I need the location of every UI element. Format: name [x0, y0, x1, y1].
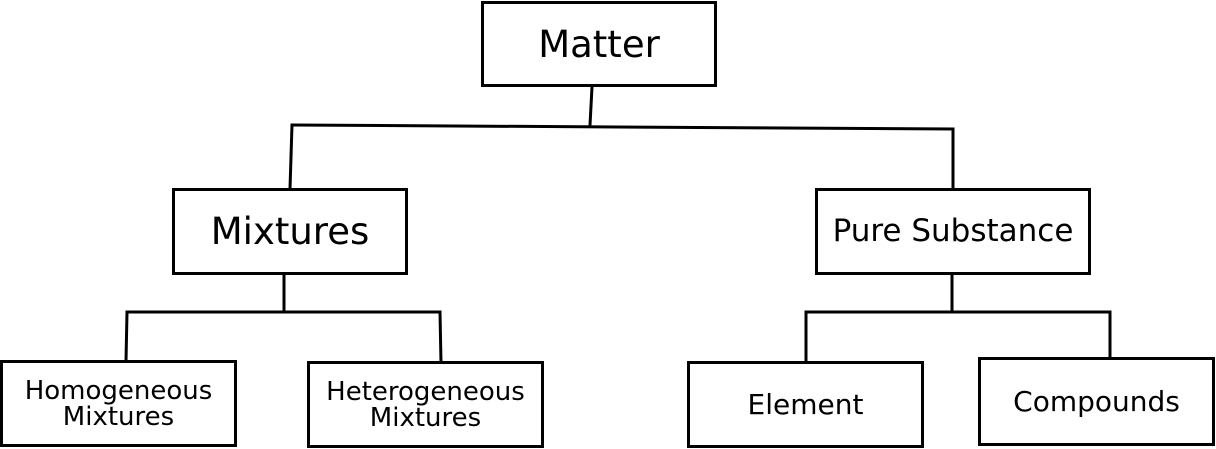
connector-to-mixtures — [288, 123, 294, 191]
node-homogeneous-line2: Mixtures — [62, 401, 175, 432]
connector-matter-down — [588, 85, 594, 127]
node-compounds-label: Compounds — [1013, 384, 1180, 418]
node-pure-substance-label: Pure Substance — [832, 213, 1074, 249]
connector-to-homogeneous — [124, 310, 129, 363]
node-mixtures-label: Mixtures — [210, 210, 370, 253]
node-matter: Matter — [481, 1, 717, 87]
connector-level2-bar — [290, 123, 955, 131]
node-element-label: Element — [747, 387, 864, 421]
node-element: Element — [687, 361, 924, 448]
node-homogeneous-text: Homogeneous Mixtures — [25, 378, 213, 430]
node-heterogeneous-line1: Heterogeneous — [326, 376, 525, 407]
node-heterogeneous-text: Heterogeneous Mixtures — [326, 379, 525, 431]
node-matter-label: Matter — [538, 22, 660, 66]
connector-to-heterogeneous — [438, 310, 443, 365]
node-heterogeneous-line2: Mixtures — [369, 402, 482, 433]
node-mixtures: Mixtures — [172, 188, 408, 275]
node-homogeneous-mixtures: Homogeneous Mixtures — [0, 360, 237, 447]
node-pure-substance: Pure Substance — [815, 188, 1091, 275]
node-heterogeneous-mixtures: Heterogeneous Mixtures — [307, 361, 544, 448]
node-compounds: Compounds — [978, 357, 1215, 446]
node-homogeneous-line1: Homogeneous — [24, 375, 213, 406]
